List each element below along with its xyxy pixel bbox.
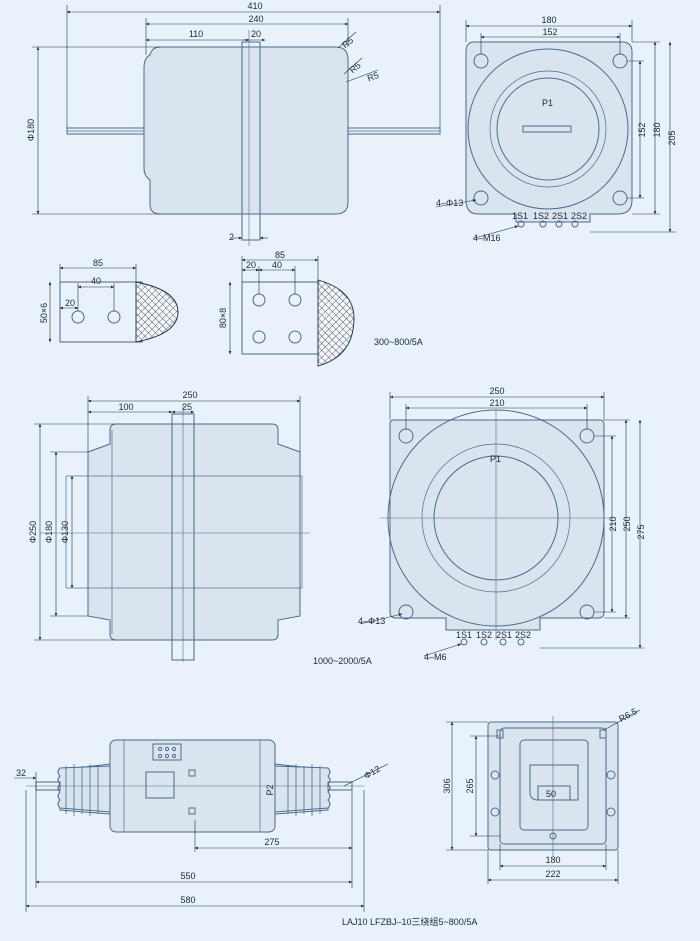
dim-250: 250 — [182, 390, 197, 400]
dim-phi180: Φ180 — [26, 119, 36, 141]
terminal-2s2-b: 2S2 — [515, 630, 531, 640]
terminal-2s1: 2S1 — [552, 211, 568, 221]
bb1-dim-85: 85 — [93, 258, 103, 268]
bb2-size: 80×8 — [218, 308, 228, 328]
dim-phi250: Φ250 — [28, 521, 38, 543]
dim-110: 110 — [189, 29, 203, 39]
holes-label-2: 4–Φ13 — [358, 616, 385, 626]
dim-v180: 180 — [652, 122, 662, 137]
dim-phi12: Φ12 — [362, 764, 382, 781]
bb1-dim-40: 40 — [91, 276, 101, 286]
terminal-2s2: 2S2 — [571, 211, 587, 221]
dim-phi180: Φ180 — [44, 521, 54, 543]
dim-100: 100 — [118, 402, 133, 412]
dim-r5-b: R5 — [347, 60, 362, 75]
dim-410: 410 — [247, 1, 262, 11]
dim-250-top: 250 — [489, 386, 504, 396]
view1-side: 410 240 110 20 R5 R5 R5 Φ180 2 — [26, 1, 441, 246]
dim-32: 32 — [16, 768, 26, 778]
rating-1000-2000: 1000~2000/5A — [313, 656, 372, 666]
bb2-dim-85: 85 — [275, 250, 285, 260]
bb1-dim-20: 20 — [65, 298, 75, 308]
view4-front: P1 250 210 210 250 275 4–Φ13 4–M6 1S1 1S… — [358, 386, 646, 662]
dim-r5-c: R5 — [366, 70, 380, 83]
holes-label: 4–Φ13 — [436, 198, 463, 208]
view3-side: 250 100 25 Φ250 Φ180 Φ130 — [28, 390, 310, 662]
bb2-dim-40: 40 — [272, 260, 282, 270]
dim-240: 240 — [248, 14, 263, 24]
dim-v210: 210 — [608, 516, 618, 531]
dim-50: 50 — [546, 789, 556, 799]
dim-180-bottom: 180 — [545, 855, 560, 865]
dim-v275: 275 — [636, 524, 646, 539]
view2-front: P1 180 152 152 180 205 4–Φ13 4–M16 1S1 1… — [435, 15, 677, 243]
bb1-size: 50×6 — [39, 303, 49, 323]
dim-152: 152 — [542, 27, 557, 37]
bolt-label: 4–M16 — [473, 233, 501, 243]
dim-v152: 152 — [637, 122, 647, 137]
terminal-1s2: 1S2 — [533, 211, 549, 221]
dim-275: 275 — [264, 837, 279, 847]
dim-580: 580 — [180, 895, 195, 905]
bb2-dim-20: 20 — [246, 260, 256, 270]
dim-222: 222 — [545, 869, 560, 879]
dim-v265: 265 — [465, 778, 475, 793]
terminal-1s2-b: 1S2 — [476, 630, 492, 640]
rating-300-800: 300~800/5A — [374, 337, 423, 347]
terminal-2s1-b: 2S1 — [496, 630, 512, 640]
dim-2: 2 — [229, 232, 234, 242]
bolt-label-2: 4–M6 — [424, 652, 447, 662]
dim-180: 180 — [541, 15, 556, 25]
view6-front: 50 R6.5 306 265 180 222 — [442, 706, 641, 884]
p2-label: P2 — [265, 784, 275, 795]
model-caption: LAJ10 LFZBJ–10三绕组5~800/5A — [342, 916, 477, 927]
dim-550: 550 — [180, 871, 195, 881]
dim-v250: 250 — [622, 516, 632, 531]
dim-v306: 306 — [442, 778, 452, 793]
view5-side: P2 32 Φ12 275 550 580 — [14, 739, 389, 912]
terminal-1s1: 1S1 — [512, 211, 528, 221]
dim-210-top: 210 — [489, 398, 504, 408]
dim-r65: R6.5 — [617, 706, 638, 724]
busbar-detail-2: 85 20 40 80×8 — [218, 250, 355, 367]
busbar-detail-1: 85 40 20 50×6 — [39, 258, 179, 343]
dim-25: 25 — [182, 402, 192, 412]
p1-label-2: P1 — [490, 454, 501, 464]
terminal-1s1-b: 1S1 — [456, 630, 472, 640]
dim-v205: 205 — [667, 130, 677, 145]
p1-label: P1 — [542, 98, 553, 108]
dim-20: 20 — [251, 29, 261, 39]
dim-phi130: Φ130 — [60, 521, 70, 543]
